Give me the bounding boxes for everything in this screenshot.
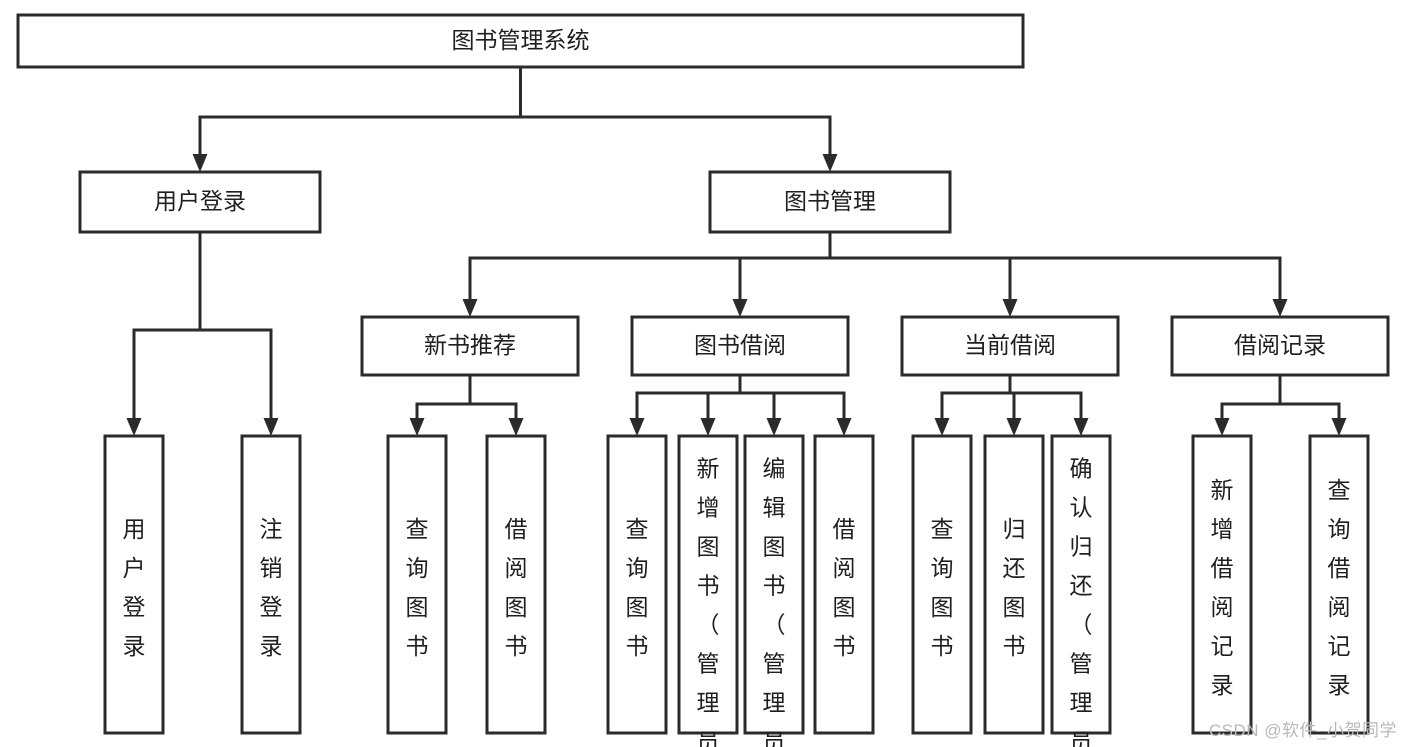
node-leaf-query-record[interactable]: 查询借阅记录 (1308, 434, 1370, 735)
arrowhead (822, 154, 838, 172)
node-box[interactable] (630, 315, 850, 377)
node-leaf-query-book-3[interactable]: 查询图书 (911, 434, 973, 735)
arrowhead (409, 418, 425, 436)
arrowhead (263, 418, 279, 436)
node-leaf-return-book[interactable]: 归还图书 (983, 434, 1045, 735)
arrowhead (766, 418, 782, 436)
node-label: 借阅图书 (505, 516, 528, 659)
node-leaf-borrow-book-2[interactable]: 借阅图书 (813, 434, 875, 735)
node-label: 新增图书（管理员） (697, 455, 720, 747)
arrowhead (1006, 418, 1022, 436)
node-new-book-rec[interactable]: 新书推荐 (360, 315, 580, 377)
node-leaf-add-book[interactable]: 新增图书（管理员） (677, 434, 739, 747)
node-box[interactable] (911, 434, 973, 735)
node-box[interactable] (983, 434, 1045, 735)
node-label: 图书借阅 (694, 332, 786, 358)
arrowhead (1331, 418, 1347, 436)
node-box[interactable] (813, 434, 875, 735)
arrowhead (934, 418, 950, 436)
node-label: 查询图书 (406, 516, 429, 659)
node-label: 新书推荐 (424, 332, 516, 358)
arrowhead (192, 154, 208, 172)
connector-layer (126, 65, 1347, 436)
arrowhead (1073, 418, 1089, 436)
node-label: 查询借阅记录 (1328, 477, 1351, 698)
node-leaf-query-book-1[interactable]: 查询图书 (386, 434, 448, 735)
arrowhead (508, 418, 524, 436)
node-leaf-user-login[interactable]: 用户登录 (103, 434, 165, 735)
node-box[interactable] (708, 170, 952, 234)
node-current-borrow[interactable]: 当前借阅 (900, 315, 1120, 377)
node-leaf-confirm-return[interactable]: 确认归还（管理员） (1050, 434, 1112, 747)
node-box[interactable] (103, 434, 165, 735)
node-label: 当前借阅 (964, 332, 1056, 358)
node-label: 确认归还（管理员） (1070, 455, 1093, 747)
arrowhead (126, 418, 142, 436)
node-leaf-borrow-book-1[interactable]: 借阅图书 (485, 434, 547, 735)
node-box[interactable] (485, 434, 547, 735)
node-label: 借阅图书 (833, 516, 856, 659)
arrowhead (1214, 418, 1230, 436)
node-label: 用户登录 (154, 188, 246, 214)
arrowhead (629, 418, 645, 436)
node-box[interactable] (743, 434, 805, 735)
node-book-borrow[interactable]: 图书借阅 (630, 315, 850, 377)
node-label: 归还图书 (1003, 516, 1026, 659)
arrowhead (732, 299, 748, 317)
arrowhead (1002, 299, 1018, 317)
arrowhead (462, 299, 478, 317)
node-label: 图书管理 (784, 188, 876, 214)
node-box[interactable] (677, 434, 739, 735)
node-box[interactable] (16, 13, 1025, 69)
node-label: 借阅记录 (1234, 332, 1326, 358)
node-box[interactable] (360, 315, 580, 377)
node-leaf-logout[interactable]: 注销登录 (240, 434, 302, 735)
node-box[interactable] (1170, 315, 1390, 377)
node-box[interactable] (1191, 434, 1253, 735)
node-leaf-edit-book[interactable]: 编辑图书（管理员） (743, 434, 805, 747)
node-label: 查询图书 (626, 516, 649, 659)
node-leaf-add-record[interactable]: 新增借阅记录 (1191, 434, 1253, 735)
node-label: 查询图书 (931, 516, 954, 659)
node-label: 注销登录 (260, 516, 283, 659)
arrowhead (1272, 299, 1288, 317)
node-box[interactable] (900, 315, 1120, 377)
node-box[interactable] (1050, 434, 1112, 735)
node-root[interactable]: 图书管理系统 (16, 13, 1025, 69)
node-user-login[interactable]: 用户登录 (78, 170, 322, 234)
node-leaf-query-book-2[interactable]: 查询图书 (606, 434, 668, 735)
node-layer: 图书管理系统用户登录图书管理新书推荐图书借阅当前借阅借阅记录用户登录注销登录查询… (16, 13, 1390, 747)
node-box[interactable] (606, 434, 668, 735)
arrowhead (836, 418, 852, 436)
node-book-manage[interactable]: 图书管理 (708, 170, 952, 234)
node-label: 新增借阅记录 (1211, 477, 1234, 698)
node-label: 用户登录 (123, 516, 146, 659)
arrowhead (700, 418, 716, 436)
node-borrow-record[interactable]: 借阅记录 (1170, 315, 1390, 377)
node-box[interactable] (78, 170, 322, 234)
node-box[interactable] (1308, 434, 1370, 735)
node-box[interactable] (240, 434, 302, 735)
node-label: 编辑图书（管理员） (763, 455, 786, 747)
node-box[interactable] (386, 434, 448, 735)
node-label: 图书管理系统 (452, 27, 590, 53)
